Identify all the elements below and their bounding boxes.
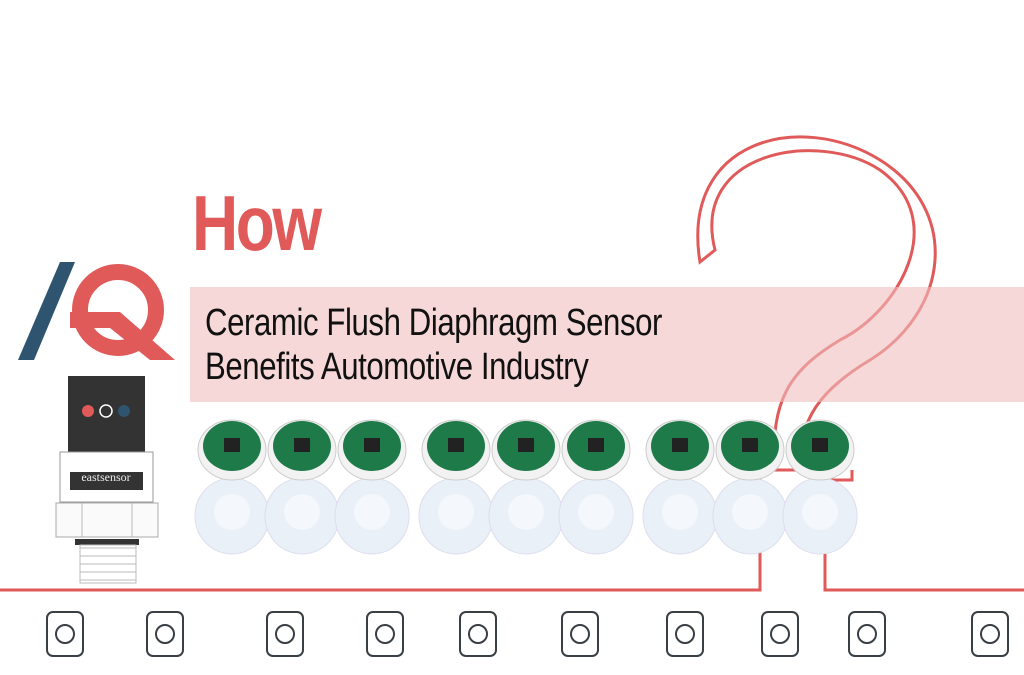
ceramic-sensors	[194, 419, 858, 555]
pressure-transmitter	[55, 376, 159, 584]
headline-how: How	[192, 179, 322, 267]
sensor	[418, 419, 494, 555]
sensor	[264, 419, 340, 555]
motion-sensor-icon	[146, 611, 184, 657]
sensor	[712, 419, 788, 555]
title-band	[190, 287, 1024, 402]
brand-label: eastsensor	[81, 470, 131, 484]
pressure-gauge-icon	[46, 611, 84, 657]
gyroscope-icon	[666, 611, 704, 657]
ceiling-sensor-slider-icon	[266, 611, 304, 657]
sensor	[642, 419, 718, 555]
aq-logo	[18, 262, 175, 360]
sensor	[334, 419, 410, 555]
vibration-sensor-icon	[971, 611, 1009, 657]
proximity-sensor-icon	[459, 611, 497, 657]
heart-monitor-icon	[848, 611, 886, 657]
sensor	[194, 419, 270, 555]
headline-line-1: Ceramic Flush Diaphragm Sensor	[205, 302, 663, 344]
application-icons	[46, 611, 1009, 657]
sensor	[558, 419, 634, 555]
humidity-sensor-icon	[561, 611, 599, 657]
headline-line-2: Benefits Automotive Industry	[205, 346, 589, 388]
sensor	[782, 419, 858, 555]
touch-panel-icon	[761, 611, 799, 657]
ceiling-sensor-speaker-icon	[366, 611, 404, 657]
sensor	[488, 419, 564, 555]
